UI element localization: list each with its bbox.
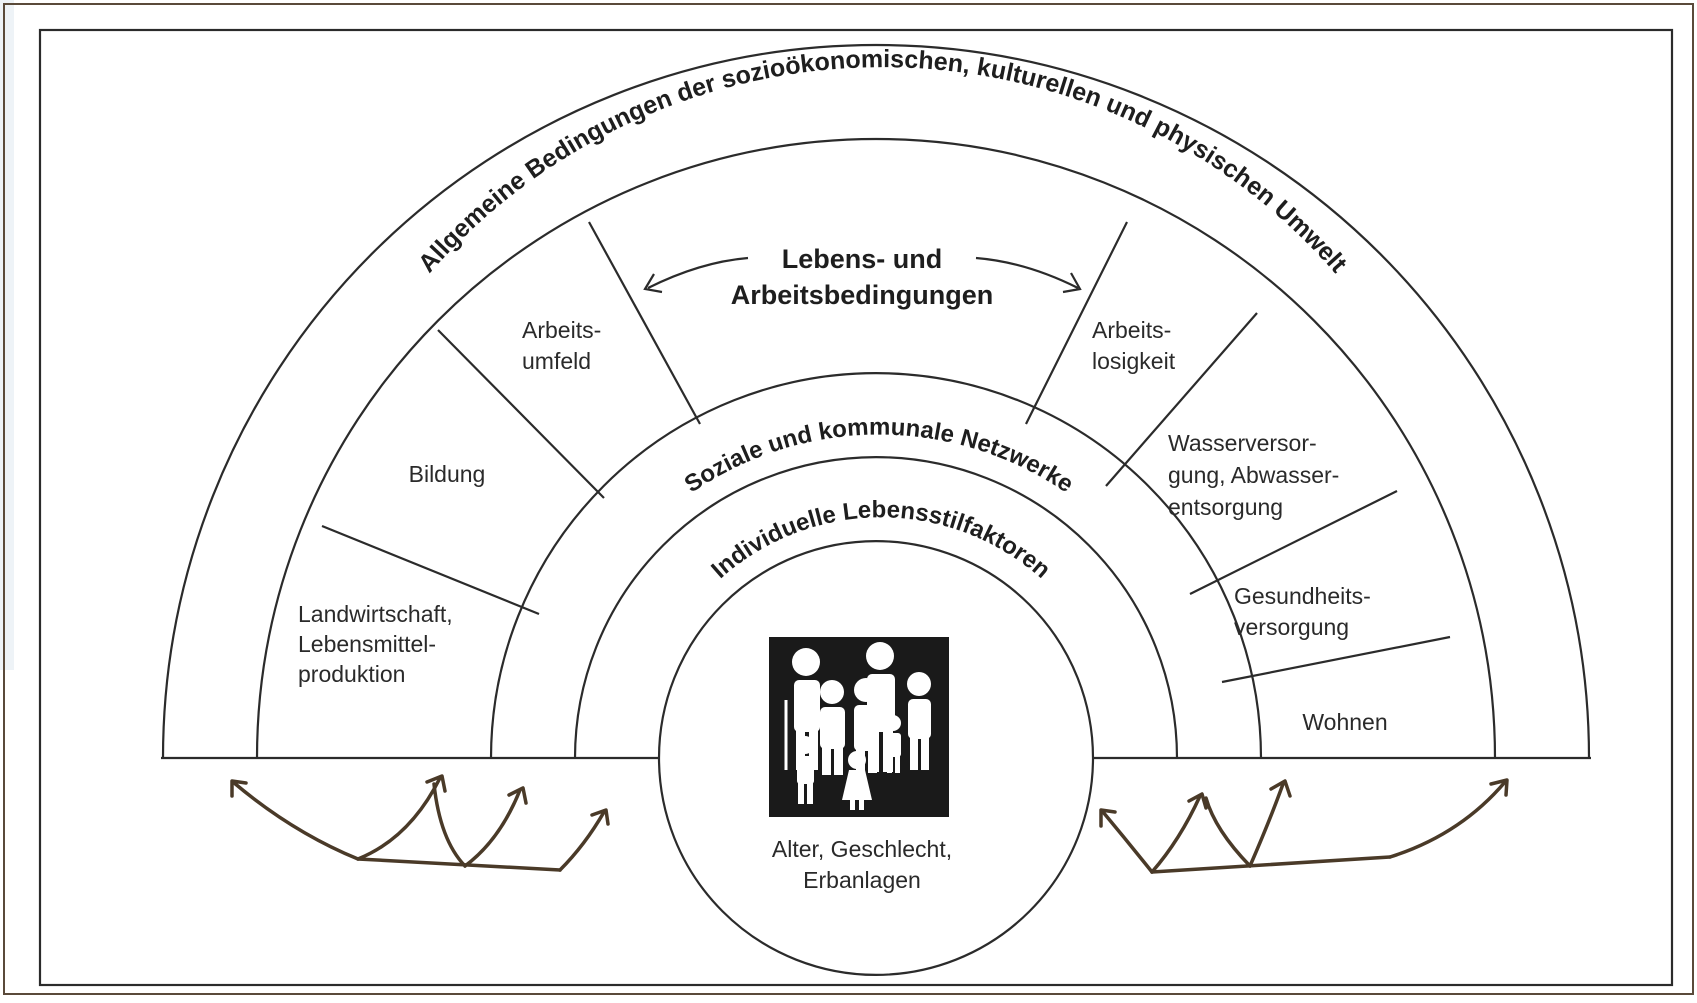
svg-text:Wohnen: Wohnen bbox=[1302, 709, 1387, 735]
divider-gesundheit-wohnen bbox=[1221, 635, 1451, 684]
svg-text:produktion: produktion bbox=[298, 661, 405, 687]
svg-text:Lebensmittel-: Lebensmittel- bbox=[298, 631, 436, 657]
ring-network bbox=[489, 371, 1263, 759]
left-edge-strip bbox=[0, 0, 14, 670]
segment-landwirtschaft: Landwirtschaft, Lebensmittel- produktion bbox=[298, 601, 453, 687]
ring-core bbox=[657, 539, 1095, 759]
svg-text:Wasserversor-: Wasserversor- bbox=[1168, 430, 1317, 456]
segment-wasser: Wasserversor- gung, Abwasser- entsorgung bbox=[1168, 430, 1339, 520]
diagram-frame bbox=[38, 28, 1674, 987]
segment-wohnen: Wohnen bbox=[1302, 709, 1387, 735]
core-label-line2: Erbanlagen bbox=[803, 867, 921, 893]
ring-lifestyle bbox=[573, 455, 1179, 759]
divider-bildung-arbeitsumfeld bbox=[437, 329, 605, 499]
center-title-line1: Lebens- und bbox=[782, 244, 943, 274]
center-double-arrows bbox=[643, 256, 1082, 294]
ring-outer bbox=[161, 43, 1591, 759]
svg-text:Bildung: Bildung bbox=[409, 461, 486, 487]
svg-text:Gesundheits-: Gesundheits- bbox=[1234, 583, 1371, 609]
divider-arbeitsumfeld-center bbox=[588, 221, 701, 425]
family-pictogram-icon bbox=[769, 637, 949, 817]
segment-bildung: Bildung bbox=[409, 461, 486, 487]
interaction-arrows-right bbox=[1099, 778, 1509, 874]
core-lower-circle bbox=[657, 757, 1095, 977]
core-label-line1: Alter, Geschlecht, bbox=[772, 836, 952, 862]
svg-text:Landwirtschaft,: Landwirtschaft, bbox=[298, 601, 453, 627]
divider-arbeitslosigkeit-wasser bbox=[1105, 312, 1258, 487]
svg-text:losigkeit: losigkeit bbox=[1092, 348, 1176, 374]
svg-text:versorgung: versorgung bbox=[1234, 614, 1349, 640]
svg-text:gung, Abwasser-: gung, Abwasser- bbox=[1168, 462, 1339, 488]
divider-wasser-gesundheit bbox=[1189, 490, 1398, 595]
page-border bbox=[3, 3, 1694, 995]
interaction-arrows-left bbox=[230, 774, 610, 872]
divider-center-arbeitslosigkeit bbox=[1025, 221, 1128, 425]
divider-landwirtschaft-bildung bbox=[321, 524, 540, 616]
svg-text:Arbeits-: Arbeits- bbox=[522, 317, 601, 343]
segment-gesundheit: Gesundheits- versorgung bbox=[1234, 583, 1371, 640]
svg-text:Arbeits-: Arbeits- bbox=[1092, 317, 1171, 343]
svg-text:umfeld: umfeld bbox=[522, 348, 591, 374]
segment-arbeitslosigkeit: Arbeits- losigkeit bbox=[1092, 317, 1176, 374]
segment-arbeitsumfeld: Arbeits- umfeld bbox=[522, 317, 601, 374]
ring-conditions bbox=[255, 137, 1497, 759]
center-title-line2: Arbeitsbedingungen bbox=[731, 280, 994, 310]
svg-text:entsorgung: entsorgung bbox=[1168, 494, 1283, 520]
